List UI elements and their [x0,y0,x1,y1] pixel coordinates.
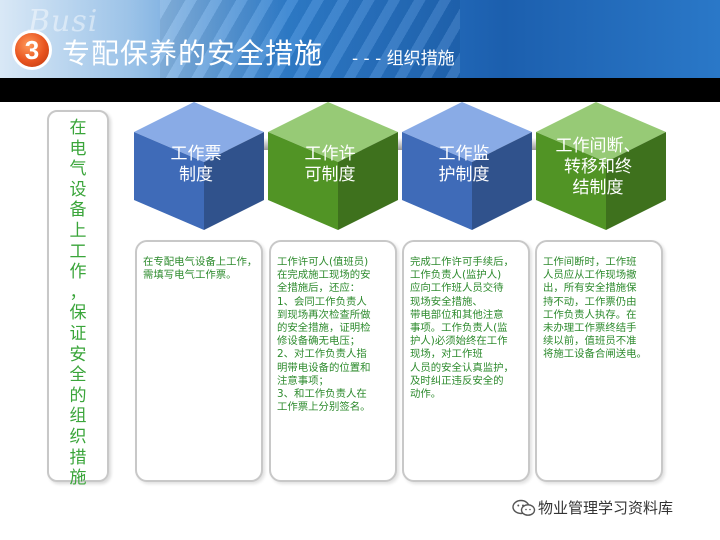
card-text-line: 明带电设备的位置和 [277,361,371,374]
side-panel-char: 保 [69,303,87,324]
step-label: 工作监护制度 [412,144,516,186]
side-panel-char: 作 [69,262,87,283]
step-cube: 工作许可制度 [268,92,418,242]
side-panel-char: 措 [69,447,87,468]
card-text-line: 的安全措施，证明检 [277,322,371,335]
card-text-line: 全措施后，还应： [277,282,361,295]
card-text-line: 3、和工作负责人在 [277,388,367,401]
step-label-line: 护制度 [438,165,490,185]
card-text-line: 带电部位和其他注意 [410,308,504,321]
card-text-line: 事项。工作负责人(监 [410,322,508,335]
side-panel-char: 组 [69,406,87,427]
card-text-line: 出，所有安全措施保 [543,282,637,295]
card-text-line: 1、会同工作负责人 [277,295,367,308]
card-text-line: 注意事项； [277,374,329,387]
side-panel-char: 织 [69,426,87,447]
card-text-line: 2、对工作负责人指 [277,348,367,361]
side-panel-char: 气 [69,159,87,180]
page-title: 专配保养的安全措施 [62,37,324,70]
card-text-line: 持不动，工作票仍由 [543,295,637,308]
card-text: 完成工作许可手续后，工作负责人(监护人)应向工作班人员交待现场安全措施、带电部位… [410,256,526,401]
side-panel-char: 备 [69,200,87,221]
card-text-line: 动作。 [410,388,442,401]
side-panel-char: ， [69,282,87,303]
wechat-icon [512,499,536,516]
card-text-line: 人员应从工作现场撤 [543,269,637,282]
card-text-line: 工作票上分别签名。 [277,401,371,414]
side-panel-char: 上 [69,220,87,241]
section-number-badge: 3 [12,30,52,70]
side-panel-char: 安 [69,344,87,365]
step-cube: 工作监护制度 [402,92,552,242]
footer-label: 物业管理学习资料库 [538,499,674,517]
card-text-line: 人员的安全认真监护， [410,361,514,374]
card-text-line: 现场安全措施、 [410,295,483,308]
step-cube: 工作票制度 [134,92,284,242]
step-label-line: 制度 [179,165,213,185]
card-text-line: 工作间断时，工作班 [543,256,637,268]
card-text-line: 续以前，值班员不准 [543,335,637,348]
side-panel: 在电气设备上工作，保证安全的组织措施 [47,110,109,488]
step-label-line: 转移和终 [564,157,632,177]
page-subtitle: - - - 组织措施 [352,49,455,69]
card-text: 工作许可人(值班员)在完成施工现场的安全措施后，还应：1、会同工作负责人到现场再… [277,256,393,414]
detail-card: 工作间断时，工作班人员应从工作现场撤出，所有安全措施保持不动，工作票仍由工作负责… [535,240,663,482]
cube-shape [536,102,666,230]
step-cube: 工作间断、转移和终结制度 [536,92,686,242]
side-panel-char: 施 [69,468,87,489]
step-label: 工作票制度 [144,144,248,186]
step-label: 工作许可制度 [278,144,382,186]
step-label: 工作间断、转移和终结制度 [546,136,650,199]
card-text-line: 工作负责人执存。在 [543,308,637,321]
card-text: 在专配电气设备上工作，需填写电气工作票。 [143,256,259,282]
detail-card: 在专配电气设备上工作，需填写电气工作票。 [135,240,263,482]
side-panel-char: 在 [69,118,87,138]
side-panel-char: 证 [69,323,87,344]
step-label-line: 可制度 [304,165,356,185]
side-panel-char: 设 [69,179,87,200]
card-text: 工作间断时，工作班人员应从工作现场撤出，所有安全措施保持不动，工作票仍由工作负责… [543,256,659,362]
keyboard-graphic [160,0,460,78]
card-text-line: 需填写电气工作票。 [143,269,237,282]
side-panel-char: 的 [69,385,87,406]
card-text-line: 在完成施工现场的安 [277,269,371,282]
card-text-line: 未办理工作票终结手 [543,322,637,335]
card-text-line: 工作负责人(监护人) [410,269,502,282]
cube-shape [402,102,532,230]
card-text-line: 将施工设备合闸送电。 [543,348,647,361]
step-label-line: 工作间断、 [555,136,641,156]
card-text-line: 工作许可人(值班员) [277,256,369,268]
card-text-line: 到现场再次检查所做 [277,308,371,321]
step-label-line: 工作票 [170,144,222,164]
step-label-line: 工作许 [304,144,356,164]
cube-shape [268,102,398,230]
header-banner: Busi 3 专配保养的安全措施 - - - 组织措施 [0,0,720,78]
cube-shape [134,102,264,230]
side-panel-char: 电 [69,138,87,159]
card-text-line: 修设备确无电压； [277,335,361,348]
side-panel-char: 工 [69,241,87,262]
card-text-line: 及时纠正违反安全的 [410,374,504,387]
card-text-line: 完成工作许可手续后， [410,256,514,268]
detail-card: 完成工作许可手续后，工作负责人(监护人)应向工作班人员交待现场安全措施、带电部位… [402,240,530,482]
step-label-line: 工作监 [438,144,490,164]
card-text-line: 现场，对工作班 [410,348,483,361]
card-text-line: 在专配电气设备上工作， [143,256,258,268]
step-label-line: 结制度 [572,178,624,198]
card-text-line: 护人)必须始终在工作 [410,335,508,348]
side-panel-char: 全 [69,365,87,386]
side-panel-text: 在电气设备上工作，保证安全的组织措施 [49,118,107,489]
header-dark-band [0,78,720,102]
detail-card: 工作许可人(值班员)在完成施工现场的安全措施后，还应：1、会同工作负责人到现场再… [269,240,397,482]
card-text-line: 应向工作班人员交待 [410,282,504,295]
